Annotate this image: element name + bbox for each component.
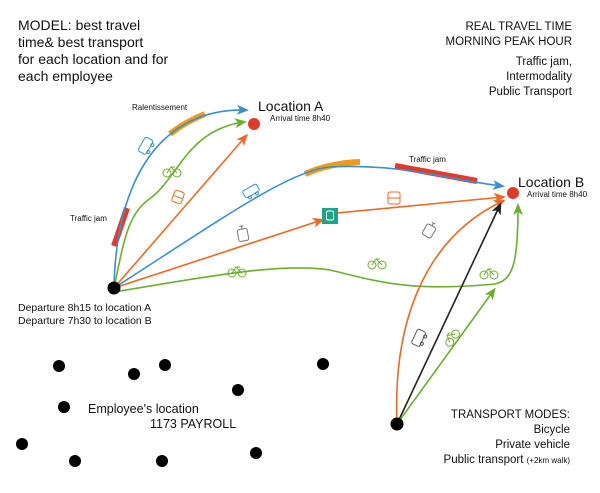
employee-dot[interactable] bbox=[69, 455, 81, 467]
title-line: each employee bbox=[18, 68, 113, 84]
title-line: for each location and for bbox=[18, 51, 169, 67]
bicycle-icon bbox=[227, 266, 247, 278]
car-icon bbox=[242, 183, 260, 200]
bicycle-icon bbox=[367, 258, 387, 270]
bike-route-a bbox=[113, 118, 247, 289]
car-icon bbox=[411, 328, 428, 347]
car-route-employee bbox=[396, 202, 502, 425]
employee-dot[interactable] bbox=[53, 360, 65, 372]
real-travel-time-note: REAL TRAVEL TIME MORNING PEAK HOUR Traff… bbox=[445, 20, 572, 100]
title-line: time& best transport bbox=[18, 34, 144, 50]
bike-route-b bbox=[113, 203, 523, 293]
bus-icon bbox=[171, 189, 185, 205]
traffic-jam-label-left: Traffic jam bbox=[70, 214, 107, 223]
employee-dot[interactable] bbox=[107, 281, 121, 295]
legend-item-label: Public transport bbox=[443, 454, 524, 466]
traffic-jam-highlight-right bbox=[394, 163, 478, 184]
location-b-marker[interactable] bbox=[507, 187, 519, 199]
employee-location-label: Employee's location 1173 PAYROLL bbox=[88, 402, 236, 432]
bicycle-icon bbox=[162, 166, 182, 178]
note-line: Traffic jam, bbox=[515, 56, 572, 68]
legend-title: TRANSPORT MODES: bbox=[450, 409, 570, 421]
location-a-marker[interactable] bbox=[248, 118, 260, 130]
employee-dot[interactable] bbox=[317, 358, 329, 370]
legend-item-bicycle: Bicycle bbox=[533, 424, 570, 436]
car-icon bbox=[137, 136, 155, 155]
employee-dot[interactable] bbox=[156, 455, 168, 467]
departure-line: Departure 7h30 to location B bbox=[18, 315, 152, 327]
traffic-jam-label-right: Traffic jam bbox=[409, 155, 446, 164]
note-line: REAL TRAVEL TIME bbox=[465, 21, 572, 33]
location-b-arrival: Arrival time 8h40 bbox=[527, 190, 588, 199]
model-title: MODEL: best travel time& best transport … bbox=[18, 17, 168, 85]
car-route-a bbox=[113, 104, 249, 289]
bike-route-employee bbox=[396, 287, 496, 425]
employee-label-line: Employee's location bbox=[88, 402, 199, 416]
employee-dot[interactable] bbox=[58, 401, 70, 413]
bicycle-icon bbox=[479, 268, 499, 280]
tram-icon bbox=[421, 221, 437, 239]
departure-line: Departure 8h15 to location A bbox=[18, 302, 152, 314]
slowdown-highlight-b bbox=[303, 159, 361, 177]
slowdown-label: Ralentissement bbox=[132, 103, 188, 112]
transit-route-employee bbox=[395, 199, 506, 425]
location-a-arrival: Arrival time 8h40 bbox=[270, 114, 331, 123]
employee-count: 1173 PAYROLL bbox=[150, 417, 237, 431]
title-line: MODEL: best travel bbox=[18, 17, 141, 33]
departure-info: Departure 8h15 to location A Departure 7… bbox=[18, 302, 152, 328]
location-a-label: Location A bbox=[258, 98, 324, 114]
employee-dot[interactable] bbox=[128, 368, 140, 380]
note-line: Public Transport bbox=[488, 86, 572, 98]
employee-locations bbox=[16, 281, 404, 467]
car-route-b bbox=[113, 165, 505, 289]
transport-modes-legend: TRANSPORT MODES: Bicycle Private vehicle… bbox=[444, 408, 570, 468]
transit-route-b-2 bbox=[336, 192, 506, 214]
location-b-label: Location B bbox=[518, 174, 585, 190]
tram-icon bbox=[236, 225, 250, 242]
transit-route-b-1 bbox=[113, 218, 325, 289]
bicycle-icon bbox=[445, 329, 461, 347]
train-station-icon[interactable] bbox=[322, 208, 338, 224]
transit-route-a bbox=[113, 133, 248, 289]
legend-walk-note: (+2km walk) bbox=[526, 456, 570, 465]
note-line: Intermodality bbox=[506, 71, 572, 83]
note-line: MORNING PEAK HOUR bbox=[445, 36, 572, 48]
bus-icon bbox=[387, 191, 401, 205]
legend-item-private-vehicle: Private vehicle bbox=[495, 439, 570, 451]
employee-dot[interactable] bbox=[250, 447, 262, 459]
employee-dot[interactable] bbox=[390, 417, 404, 431]
employee-dot[interactable] bbox=[16, 438, 28, 450]
employee-dot[interactable] bbox=[232, 384, 244, 396]
legend-item-public-transport: Public transport (+2km walk) bbox=[444, 453, 570, 468]
employee-dot[interactable] bbox=[159, 359, 171, 371]
